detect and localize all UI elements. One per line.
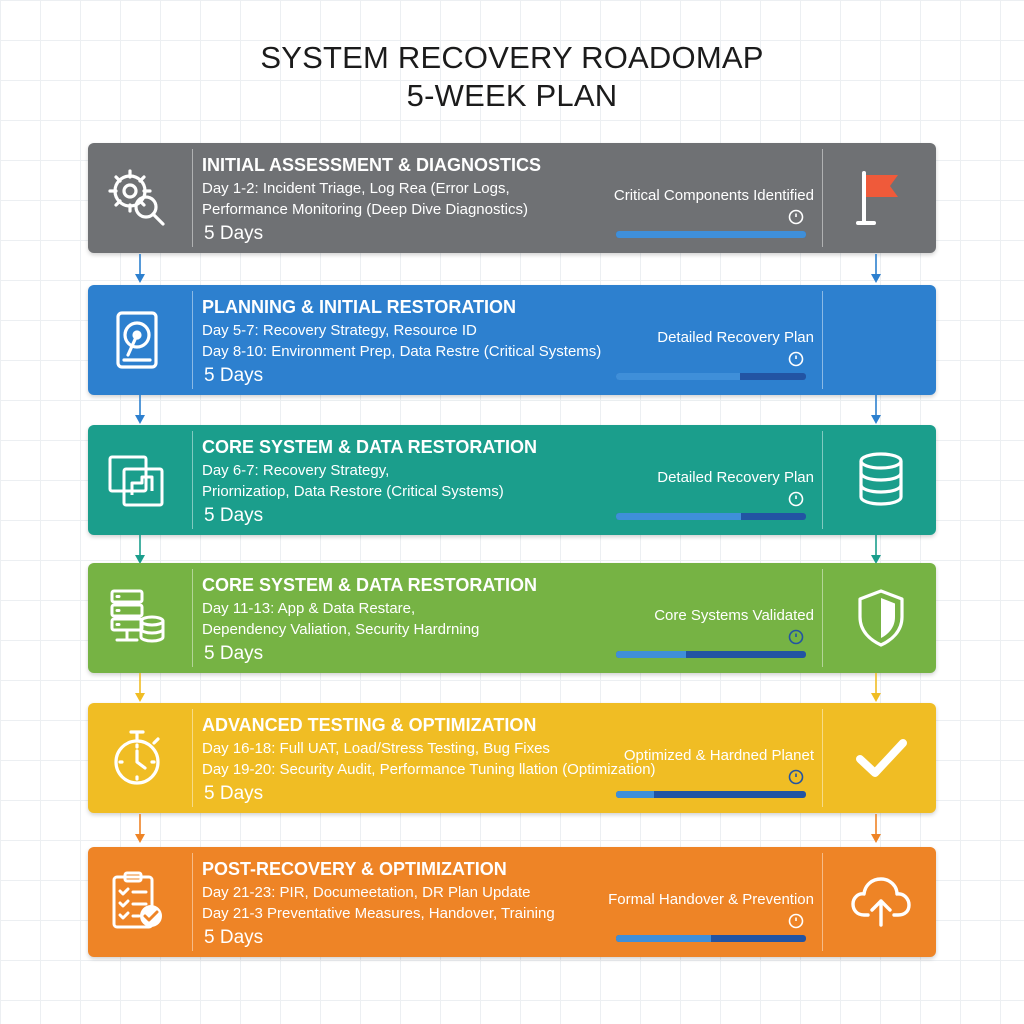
phase-detail-1: Day 1-2: Incident Triage, Log Rea (Error…: [202, 180, 510, 197]
phase-title: INITIAL ASSESSMENT & DIAGNOSTICS: [202, 155, 542, 175]
clock-icon: [788, 209, 804, 225]
progress-fill: [616, 935, 711, 942]
phase-duration: 5 Days: [204, 783, 264, 804]
divider-right: [822, 853, 823, 951]
stopwatch-icon: [102, 723, 172, 793]
phase-title: CORE SYSTEM & DATA RESTORATION: [202, 437, 538, 457]
divider-left: [192, 853, 193, 951]
phase-detail-2: Dependency Valiation, Security Hardrning: [202, 621, 480, 638]
arrow-down: [134, 535, 146, 565]
title-line-1: SYSTEM RECOVERY ROADOMAP: [260, 40, 764, 75]
phase-title: PLANNING & INITIAL RESTORATION: [202, 297, 517, 317]
progress-fill: [616, 791, 654, 798]
divider-left: [192, 431, 193, 529]
checklist-icon: [102, 867, 172, 937]
divider-right: [822, 149, 823, 247]
arrow-down: [870, 535, 882, 565]
phase-detail-1: Day 21-23: PIR, Documeetation, DR Plan U…: [202, 884, 531, 901]
phase-detail-2: Day 8-10: Environment Prep, Data Restre …: [202, 343, 602, 360]
phase-duration: 5 Days: [204, 643, 264, 664]
phase-detail-2: Priornizatiop, Data Restore (Critical Sy…: [202, 483, 504, 500]
phase-duration: 5 Days: [204, 365, 264, 386]
title-line-2: 5-WEEK PLAN: [406, 78, 618, 113]
progress-bar: [616, 791, 806, 798]
progress-bar: [616, 513, 806, 520]
milestone-label: Formal Handover & Prevention: [608, 891, 814, 908]
phase-duration: 5 Days: [204, 505, 264, 526]
shield-icon: [848, 585, 914, 651]
clock-icon: [788, 913, 804, 929]
progress-fill: [616, 373, 740, 380]
milestone-label: Critical Components Identified: [613, 187, 814, 204]
hard-drive-icon: [102, 305, 172, 375]
divider-left: [192, 709, 193, 807]
progress-fill: [616, 231, 806, 238]
phase-testing: ADVANCED TESTING & OPTIMIZATION Day 16-1…: [88, 703, 936, 813]
divider-right: [822, 431, 823, 529]
phase-title: CORE SYSTEM & DATA RESTORATION: [202, 575, 538, 595]
progress-bar: [616, 231, 806, 238]
phase-detail-1: Day 5-7: Recovery Strategy, Resource ID: [202, 322, 477, 339]
phase-detail-2: Day 19-20: Security Audit, Performance T…: [202, 761, 656, 778]
phase-post-recovery: POST-RECOVERY & OPTIMIZATION Day 21-23: …: [88, 847, 936, 957]
phase-detail-2: Day 21-3 Preventative Measures, Handover…: [202, 905, 555, 922]
phase-assessment: INITIAL ASSESSMENT & DIAGNOSTICS Day 1-2…: [88, 143, 936, 253]
milestone-label: Detailed Recovery Plan: [657, 329, 814, 346]
clock-icon: [788, 351, 804, 367]
milestone-label: Optimized & Hardned Planet: [623, 747, 814, 764]
divider-left: [192, 149, 193, 247]
milestone-label: Detailed Recovery Plan: [657, 469, 814, 486]
arrow-down: [134, 395, 146, 425]
flag-icon: [848, 165, 914, 231]
arrow-down: [134, 814, 146, 844]
phase-detail-1: Day 11-13: App & Data Restare,: [202, 600, 416, 617]
phase-duration: 5 Days: [204, 223, 264, 244]
divider-right: [822, 569, 823, 667]
arrow-down: [870, 254, 882, 284]
phase-detail-1: Day 6-7: Recovery Strategy,: [202, 462, 390, 479]
gear-magnifier-icon: [102, 163, 172, 233]
progress-bar: [616, 651, 806, 658]
arrow-down: [870, 395, 882, 425]
arrow-down: [870, 814, 882, 844]
phase-planning: PLANNING & INITIAL RESTORATION Day 5-7: …: [88, 285, 936, 395]
progress-bar: [616, 373, 806, 380]
divider-right: [822, 709, 823, 807]
cloud-upload-icon: [848, 869, 914, 935]
clock-icon: [788, 629, 804, 645]
checkmark-icon: [848, 725, 914, 791]
milestone-label: Core Systems Validated: [654, 607, 814, 624]
phase-title: POST-RECOVERY & OPTIMIZATION: [202, 859, 507, 879]
progress-bar: [616, 935, 806, 942]
server-database-icon: [102, 583, 172, 653]
divider-left: [192, 291, 193, 389]
clock-icon: [788, 769, 804, 785]
database-icon: [848, 447, 914, 513]
phase-detail-1: Day 16-18: Full UAT, Load/Stress Testing…: [202, 740, 550, 757]
windows-icon: [102, 445, 172, 515]
arrow-down: [134, 673, 146, 703]
progress-fill: [616, 651, 687, 658]
divider-left: [192, 569, 193, 667]
divider-right: [822, 291, 823, 389]
phase-title: ADVANCED TESTING & OPTIMIZATION: [202, 715, 537, 735]
phase-duration: 5 Days: [204, 927, 264, 948]
arrow-down: [870, 673, 882, 703]
phase-detail-2: Performance Monitoring (Deep Dive Diagno…: [202, 201, 528, 218]
phase-core-restoration: CORE SYSTEM & DATA RESTORATION Day 6-7: …: [88, 425, 936, 535]
progress-fill: [616, 513, 742, 520]
clock-icon: [788, 491, 804, 507]
phase-core-validation: CORE SYSTEM & DATA RESTORATION Day 11-13…: [88, 563, 936, 673]
arrow-down: [134, 254, 146, 284]
